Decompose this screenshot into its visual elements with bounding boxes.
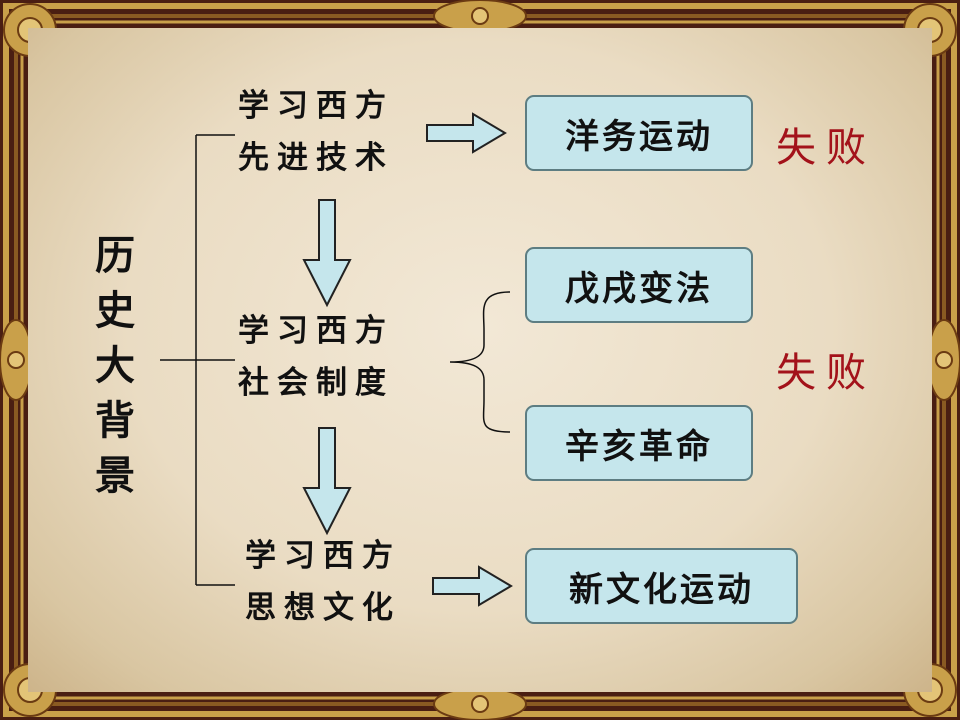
stage-institutions: 学习西方 社会制度: [238, 305, 394, 409]
edge-ornament-left: [0, 319, 33, 401]
root-label: 历 史 大 背 景: [90, 228, 140, 503]
event-wuxu-box: 戊戌变法: [525, 247, 753, 323]
event-xinwenhua-box: 新文化运动: [525, 548, 798, 624]
root-char: 大: [95, 342, 135, 389]
result-failure-2: 失败: [776, 350, 876, 396]
root-char: 史: [95, 287, 135, 334]
event-xinhai-box: 辛亥革命: [525, 405, 753, 481]
stage-line: 学习西方: [238, 313, 394, 349]
edge-ornament-right: [927, 319, 960, 401]
arrow-right-1: [426, 112, 507, 154]
stage-line: 学习西方: [245, 538, 401, 574]
stage-line: 社会制度: [238, 365, 394, 401]
event-yangwu-box: 洋务运动: [525, 95, 753, 171]
root-char: 景: [95, 452, 135, 499]
curly-brace: [449, 291, 511, 433]
stage-line: 先进技术: [238, 140, 394, 176]
stage-line: 学习西方: [238, 88, 394, 124]
root-char: 历: [95, 232, 135, 279]
arrow-down-2: [302, 427, 352, 536]
stage-technology: 学习西方 先进技术: [238, 80, 394, 184]
result-failure-1: 失败: [776, 125, 876, 171]
root-char: 背: [95, 397, 135, 444]
stage-culture: 学习西方 思想文化: [245, 530, 401, 634]
stage-line: 思想文化: [245, 590, 401, 626]
arrow-right-2: [432, 565, 513, 607]
arrow-down-1: [302, 199, 352, 308]
